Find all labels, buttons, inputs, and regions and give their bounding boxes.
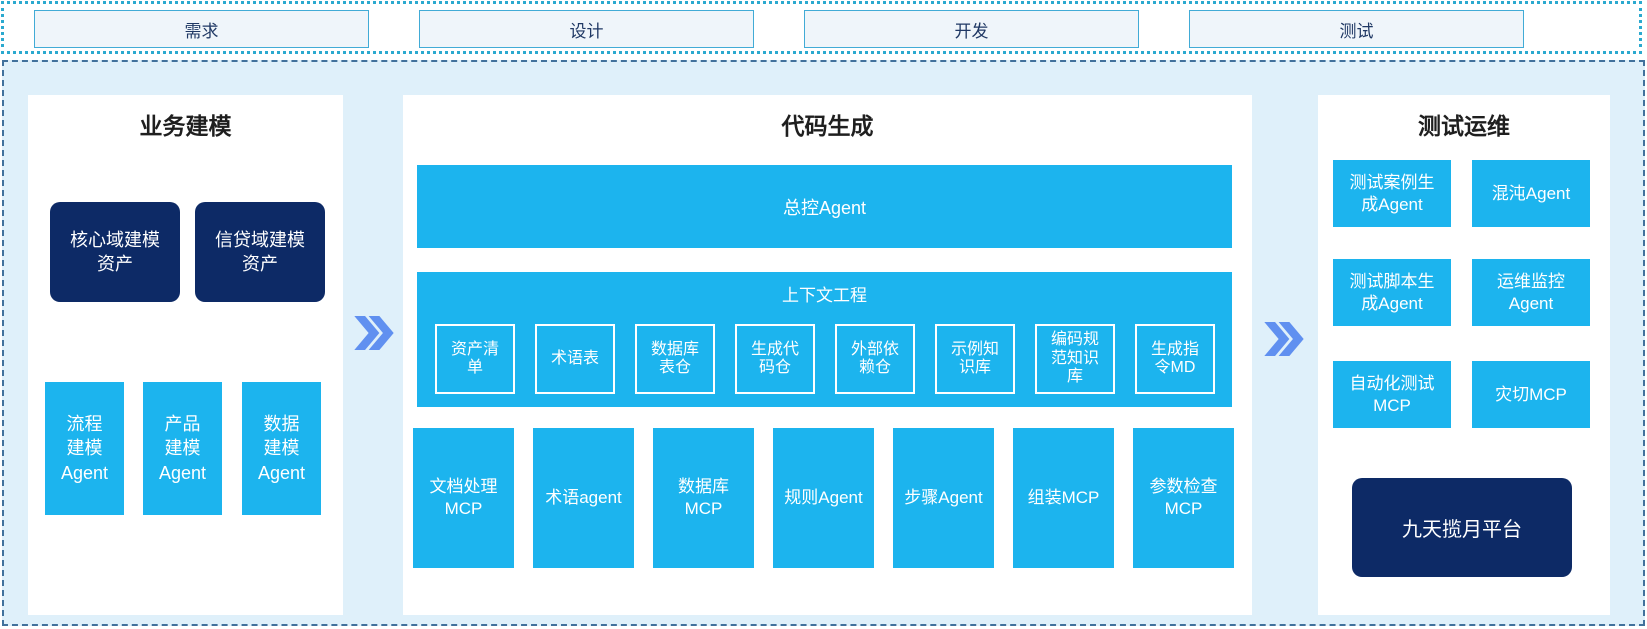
- database-mcp-box: 数据库 MCP: [653, 428, 754, 568]
- context-item-external-deps-repo: 外部依 赖仓: [835, 324, 915, 394]
- context-item-example-kb: 示例知 识库: [935, 324, 1015, 394]
- context-item-asset-list: 资产清 单: [435, 324, 515, 394]
- context-engineering-title: 上下文工程: [782, 286, 867, 305]
- business-modeling-panel: 业务建模 核心域建模 资产 信贷域建模 资产 流程 建模 Agent 产品 建模…: [28, 95, 343, 615]
- flow-arrow-icon: [354, 316, 394, 350]
- phase-box-testing: 测试: [1189, 10, 1524, 48]
- test-case-gen-agent-box: 测试案例生 成Agent: [1333, 160, 1451, 227]
- context-item-db-table-repo: 数据库 表仓: [635, 324, 715, 394]
- test-ops-title: 测试运维: [1418, 113, 1510, 139]
- phase-box-design: 设计: [419, 10, 754, 48]
- auto-test-mcp-box: 自动化测试 MCP: [1333, 361, 1451, 428]
- phase-box-requirements: 需求: [34, 10, 369, 48]
- context-engineering-block: 上下文工程 资产清 单 术语表 数据库 表仓 生成代 码仓 外部依 赖仓 示例知…: [417, 272, 1232, 407]
- disaster-switch-mcp-box: 灾切MCP: [1472, 361, 1590, 428]
- context-item-generated-code-repo: 生成代 码仓: [735, 324, 815, 394]
- ops-monitor-agent-box: 运维监控 Agent: [1472, 259, 1590, 326]
- doc-processing-mcp-box: 文档处理 MCP: [413, 428, 514, 568]
- main-container: 业务建模 核心域建模 资产 信贷域建模 资产 流程 建模 Agent 产品 建模…: [2, 60, 1645, 626]
- assembly-mcp-box: 组装MCP: [1013, 428, 1114, 568]
- glossary-agent-box: 术语agent: [533, 428, 634, 568]
- param-check-mcp-box: 参数检查 MCP: [1133, 428, 1234, 568]
- rule-agent-box: 规则Agent: [773, 428, 874, 568]
- test-ops-panel: 测试运维 测试案例生 成Agent 混沌Agent 测试脚本生 成Agent 运…: [1318, 95, 1610, 615]
- core-domain-asset-box: 核心域建模 资产: [50, 202, 180, 302]
- process-modeling-agent-box: 流程 建模 Agent: [45, 382, 124, 515]
- jiutian-lanyue-platform-box: 九天揽月平台: [1352, 478, 1572, 577]
- flow-arrow-icon: [1264, 322, 1304, 356]
- phase-strip: 需求 设计 开发 测试: [1, 1, 1642, 54]
- context-item-generate-instruction-md: 生成指 令MD: [1135, 324, 1215, 394]
- context-item-coding-standard-kb: 编码规 范知识 库: [1035, 324, 1115, 394]
- test-script-gen-agent-box: 测试脚本生 成Agent: [1333, 259, 1451, 326]
- code-generation-panel: 代码生成 总控Agent 上下文工程 资产清 单 术语表 数据库 表仓 生成代 …: [403, 95, 1252, 615]
- code-generation-title: 代码生成: [781, 113, 874, 139]
- data-modeling-agent-box: 数据 建模 Agent: [242, 382, 321, 515]
- chaos-agent-box: 混沌Agent: [1472, 160, 1590, 227]
- context-item-glossary: 术语表: [535, 324, 615, 394]
- product-modeling-agent-box: 产品 建模 Agent: [143, 382, 222, 515]
- step-agent-box: 步骤Agent: [893, 428, 994, 568]
- credit-domain-asset-box: 信贷域建模 资产: [195, 202, 325, 302]
- master-agent-bar: 总控Agent: [417, 165, 1232, 248]
- phase-box-development: 开发: [804, 10, 1139, 48]
- business-modeling-title: 业务建模: [139, 113, 232, 139]
